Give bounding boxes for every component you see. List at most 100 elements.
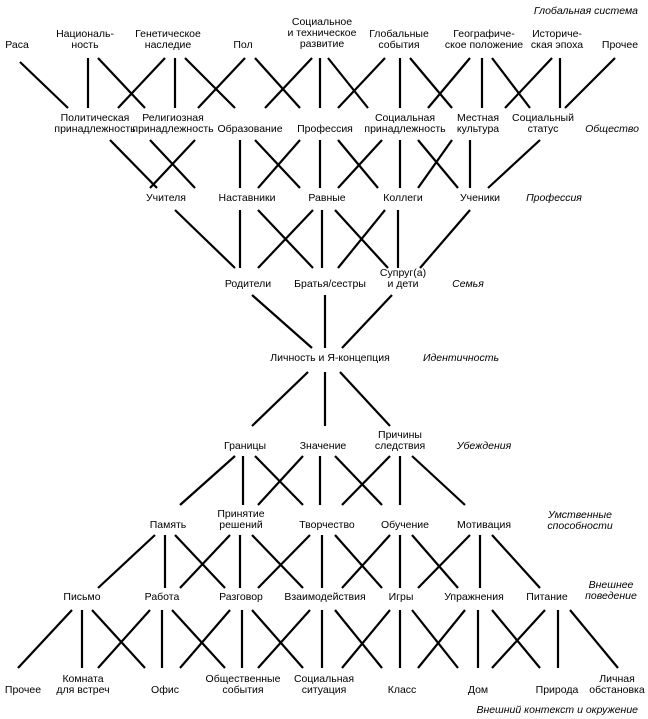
node-teachers: Учителя (145, 192, 187, 204)
level-label-beliefs: Убеждения (456, 440, 512, 452)
level-label-behavior: Внешнее поведение (585, 579, 637, 602)
node-local-culture: Местная культура (456, 112, 500, 135)
node-religious-affiliation: Религиозная принадлежность (132, 112, 214, 135)
node-other-context: Прочее (4, 684, 42, 696)
node-personal-environment: Личная обстановка (589, 673, 645, 696)
connector-line (251, 371, 309, 427)
connector-line (411, 609, 459, 669)
node-peers: Равные (308, 192, 346, 204)
node-other-global: Прочее (601, 39, 639, 51)
node-students: Ученики (459, 192, 501, 204)
connector-line (257, 534, 311, 589)
node-writing: Письмо (63, 591, 101, 603)
connector-line (417, 139, 453, 189)
connector-line (334, 455, 383, 506)
connector-line (257, 209, 314, 269)
connector-line (491, 609, 541, 669)
node-parents: Родители (224, 278, 272, 290)
connector-line (339, 371, 391, 427)
connector-line (564, 57, 616, 109)
level-label-identity: Идентичность (422, 352, 500, 364)
node-conversation: Разговор (219, 591, 263, 603)
connector-line (251, 294, 313, 349)
connector-line (411, 534, 459, 589)
level-label-society: Общество (585, 123, 639, 135)
connector-line (254, 57, 301, 109)
node-creativity: Творчество (299, 519, 355, 531)
connector-line (174, 209, 236, 269)
connector-line (264, 57, 313, 109)
connector-line (427, 57, 471, 109)
connector-line (337, 209, 386, 269)
node-social-situation: Социальная ситуация (293, 673, 355, 696)
node-historical-epoch: Историче- ская эпоха (530, 28, 584, 51)
node-mentors: Наставники (218, 192, 276, 204)
connector-line (97, 609, 151, 669)
connector-line (334, 534, 383, 589)
connector-line (417, 534, 471, 589)
node-race: Раса (5, 39, 29, 51)
node-gender: Пол (233, 39, 253, 51)
connector-line (254, 455, 304, 506)
connector-line (257, 609, 311, 669)
connector-line (257, 139, 301, 189)
connector-line (504, 57, 553, 109)
connector-line (419, 209, 471, 269)
node-memory: Память (149, 519, 187, 531)
node-games: Игры (388, 591, 414, 603)
node-public-events: Общественные события (205, 673, 281, 696)
connector-line (327, 57, 369, 109)
connector-line (341, 609, 391, 669)
node-social-tech-development: Социальное и техническое развитие (287, 16, 357, 50)
node-cause-effect: Причины следствия (374, 429, 426, 452)
node-political-affiliation: Политическая принадлежность (54, 112, 136, 135)
connector-line (91, 609, 146, 669)
connector-line (97, 57, 146, 109)
connector-line (417, 139, 459, 189)
node-global-events: Глобальные события (369, 28, 429, 51)
level-label-abilities: Умственные способности (547, 509, 613, 532)
connector-line (491, 57, 531, 109)
connector-line (334, 609, 383, 669)
level-label-context: Внешний контекст и окружение (476, 704, 638, 716)
level-label-profession: Профессия (526, 192, 582, 204)
node-classroom: Класс (387, 684, 417, 696)
connector-line (179, 455, 236, 506)
node-meeting-room: Комната для встреч (56, 673, 110, 696)
connector-line (19, 61, 69, 109)
connector-line (257, 455, 304, 506)
connector-line (341, 455, 391, 506)
node-nationality: Националь- ность (56, 28, 114, 51)
connector-line (337, 139, 379, 189)
connector-line (174, 534, 226, 589)
node-decision-making: Принятие решений (217, 508, 265, 531)
connector-line (117, 57, 166, 109)
connector-line (487, 139, 541, 189)
connector-line (251, 609, 304, 669)
connector-line (337, 139, 383, 189)
node-genetic-heritage: Генетическое наследие (135, 28, 201, 51)
node-learning: Обучение (380, 519, 430, 531)
level-label-family: Семья (452, 278, 484, 290)
node-home: Дом (467, 684, 489, 696)
connector-line (179, 609, 231, 669)
node-nature: Природа (535, 684, 579, 696)
node-siblings: Братья/сестры (294, 278, 366, 290)
connector-line (411, 455, 466, 506)
connector-line (409, 57, 453, 109)
connector-line (197, 57, 246, 109)
node-interactions: Взаимодействия (284, 591, 366, 603)
node-spouse-children: Супруг(а) и дети (379, 267, 427, 290)
node-profession: Профессия (297, 123, 353, 135)
connector-line (569, 609, 619, 669)
node-meaning: Значение (299, 440, 347, 452)
node-office: Офис (151, 684, 179, 696)
node-work: Работа (144, 591, 180, 603)
node-motivation: Мотивация (456, 519, 512, 531)
node-education: Образование (217, 123, 283, 135)
connector-line (184, 57, 236, 109)
node-nutrition: Питание (526, 591, 568, 603)
connector-line (341, 294, 393, 349)
